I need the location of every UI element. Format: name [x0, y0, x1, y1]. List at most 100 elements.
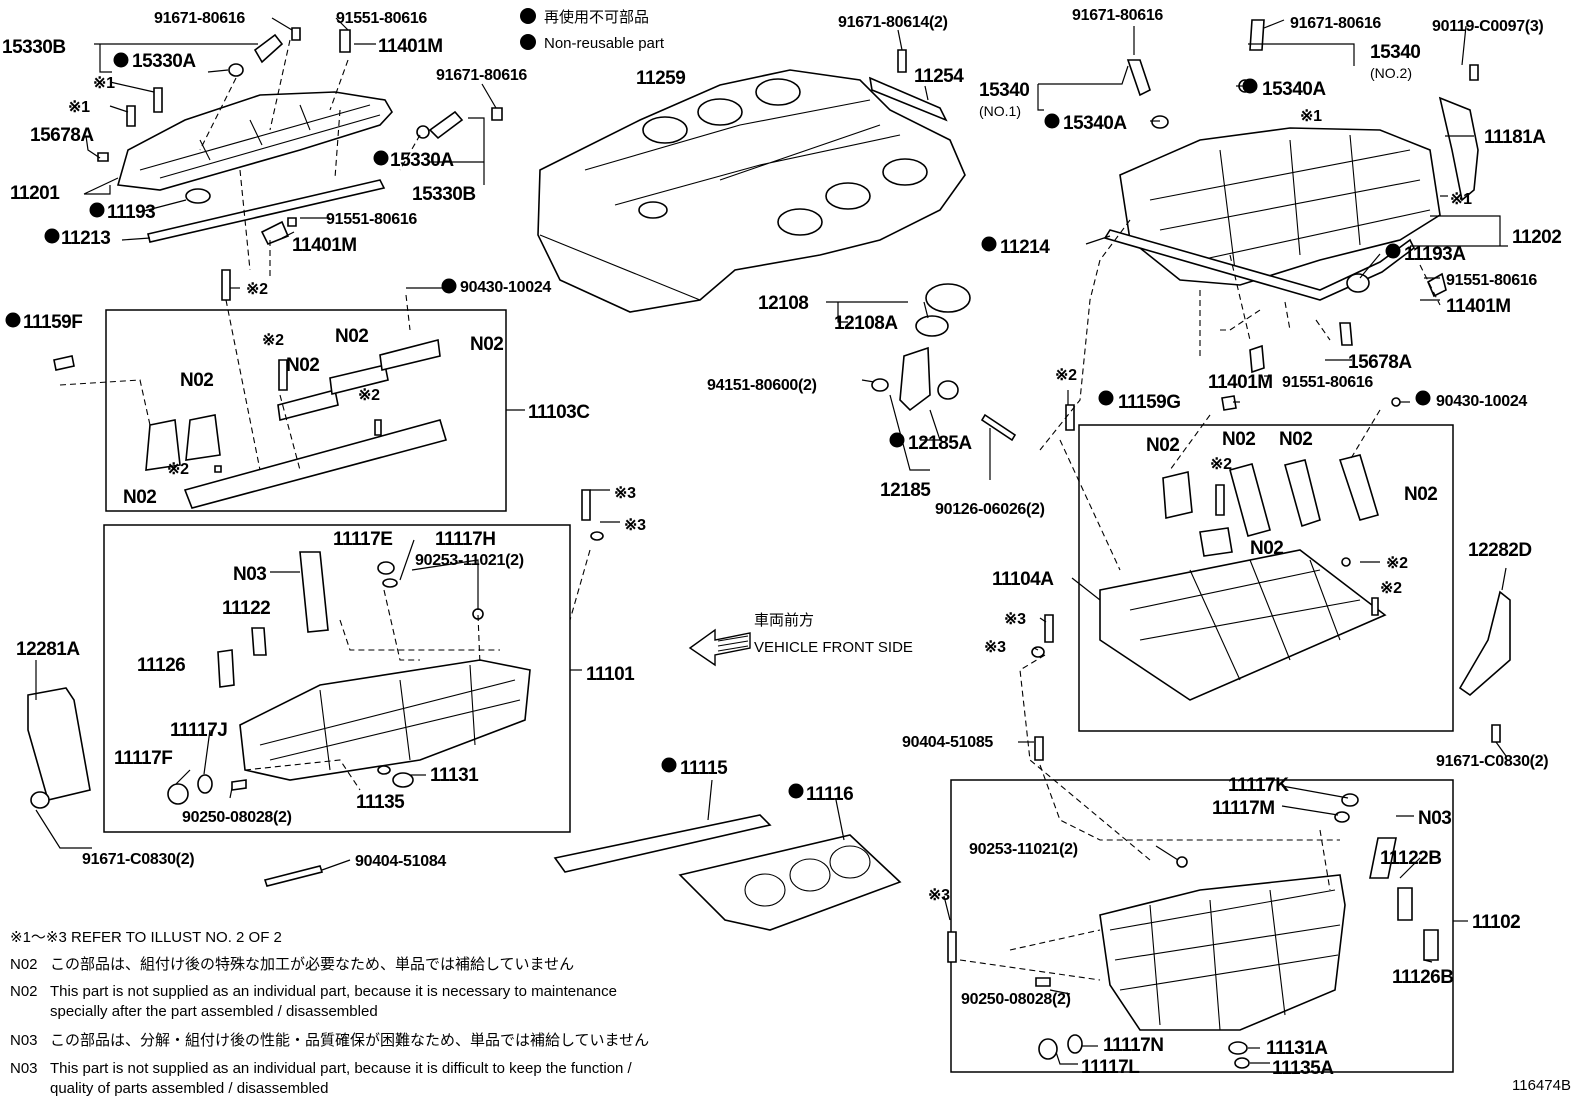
- footnote-code: N03: [10, 1060, 38, 1077]
- part-drawings: [27, 19, 1511, 1069]
- part-label: 11131: [430, 765, 479, 786]
- part-label: 94151-80600(2): [707, 377, 817, 394]
- part-label: 11202: [1512, 227, 1561, 248]
- part-label: 11213: [61, 228, 110, 249]
- non-reusable-markers: [5, 52, 1431, 799]
- footnote-code: N03: [10, 1032, 38, 1049]
- part-label: 11159G: [1118, 392, 1181, 413]
- leader-lines: [35, 17, 1508, 1065]
- part-label: 11102: [1472, 912, 1520, 933]
- legend-en: Non-reusable part: [544, 35, 665, 52]
- cam-cover-gasket-right-drawing: [1103, 229, 1416, 301]
- bearing-cap-box-right: [1078, 424, 1454, 732]
- part-label: 15330A: [390, 150, 454, 171]
- footnote-n03-en-2: quality of parts assembled / disassemble…: [50, 1080, 328, 1097]
- part-label: 11117E: [333, 529, 392, 550]
- part-label: 12108A: [834, 313, 898, 334]
- part-label: ※3: [1004, 611, 1026, 628]
- part-label: ※2: [1210, 456, 1232, 473]
- non-reusable-dot-icon: [1385, 243, 1401, 259]
- cylinder-head-right-drawing: [1099, 874, 1346, 1031]
- part-label: N02: [1279, 429, 1312, 450]
- part-label: N02: [1404, 484, 1437, 505]
- part-label: 11181A: [1484, 127, 1546, 148]
- non-reusable-dot-icon: [889, 432, 905, 448]
- part-label: 11193: [107, 202, 155, 223]
- non-reusable-dot-icon: [1415, 390, 1431, 406]
- part-label: ※1: [1450, 191, 1472, 208]
- part-label: N03: [233, 564, 266, 585]
- non-reusable-dot-icon: [1242, 78, 1258, 94]
- part-label: 91551-80616: [1446, 272, 1537, 289]
- part-label: 15340A: [1262, 79, 1326, 100]
- footnote-code: N02: [10, 956, 38, 973]
- part-label: ※3: [624, 517, 646, 534]
- part-label: 11254: [914, 66, 964, 87]
- non-reusable-dot-icon: [44, 228, 60, 244]
- part-label: 90250-08028(2): [182, 809, 292, 826]
- part-label: 11117F: [114, 748, 172, 769]
- part-label: 11117J: [170, 720, 227, 741]
- part-label: N02: [1222, 429, 1255, 450]
- part-label: 11126: [137, 655, 185, 676]
- part-label: 15340: [1370, 42, 1420, 63]
- part-label: ※1: [93, 75, 115, 92]
- part-label: 11259: [636, 68, 685, 89]
- part-label: 91671-80616: [154, 10, 245, 27]
- part-label: 12185: [880, 480, 931, 501]
- part-label: 11401M: [378, 36, 443, 57]
- part-label: N02: [335, 326, 368, 347]
- part-label: N03: [1418, 808, 1451, 829]
- cylinder-head-left-drawing: [239, 659, 531, 781]
- part-label: 11201: [10, 183, 60, 204]
- arrow-left-icon: [688, 628, 751, 667]
- part-label: ※3: [614, 485, 636, 502]
- cylinder-head-box-right: [950, 779, 1454, 1073]
- part-label: 11122: [222, 598, 270, 619]
- footnotes: ※1～※3 REFER TO ILLUST NO. 2 OF 2 N02 この部…: [10, 929, 1571, 1097]
- part-label: 11117L: [1081, 1057, 1140, 1078]
- part-label: 11159F: [23, 312, 82, 333]
- part-label: (NO.1): [979, 103, 1021, 119]
- non-reusable-dot-icon: [661, 757, 677, 773]
- cam-cover-gasket-left-drawing: [147, 179, 386, 243]
- footnote-n03-jp: この部品は、分解・組付け後の性能・品質確保が困難なため、単品では補給していません: [50, 1031, 649, 1049]
- part-label: 15678A: [30, 125, 94, 146]
- part-label: 11122B: [1380, 848, 1441, 869]
- part-label: 91671-80614(2): [838, 14, 948, 31]
- part-label: N02: [1250, 538, 1283, 559]
- part-label: N02: [180, 370, 213, 391]
- part-label: ※2: [167, 461, 189, 478]
- diagram-id: 116474B: [1512, 1077, 1571, 1094]
- part-label: 11214: [1000, 237, 1050, 258]
- part-label: N02: [123, 487, 156, 508]
- non-reusable-dot-icon: [1098, 390, 1114, 406]
- non-reusable-dot-icon: [5, 312, 21, 328]
- part-label: 90253-11021(2): [415, 552, 524, 569]
- part-label: (NO.2): [1370, 65, 1412, 81]
- part-label: 11401M: [1208, 372, 1273, 393]
- part-label: 15330B: [2, 37, 66, 58]
- dashed-assembly-lines: [59, 39, 1441, 981]
- part-label: 11117H: [435, 529, 495, 550]
- part-label: 11193A: [1404, 244, 1466, 265]
- part-label: 90250-08028(2): [961, 991, 1071, 1008]
- part-label: 11117M: [1212, 798, 1275, 819]
- part-label: 15340: [979, 80, 1029, 101]
- part-label: 11116: [806, 784, 853, 805]
- non-reusable-dot-icon: [441, 278, 457, 294]
- part-label: ※3: [984, 639, 1006, 656]
- part-label: N02: [470, 334, 503, 355]
- non-reusable-dot-icon: [981, 236, 997, 252]
- footnote-n02-jp: この部品は、組付け後の特殊な加工が必要なため、単品では補給していません: [50, 956, 574, 973]
- part-label: 91671-C0830(2): [82, 851, 194, 868]
- part-label: 12281A: [16, 639, 80, 660]
- part-label: ※1: [68, 99, 90, 116]
- part-label: 90253-11021(2): [969, 841, 1078, 858]
- non-reusable-dot-icon: [1044, 113, 1060, 129]
- part-label: 91551-80616: [1282, 374, 1373, 391]
- footnote-n02-en-2: specially after the part assembled / dis…: [50, 1003, 378, 1020]
- part-labels: 91671-80616 91551-80616 15330B 15330A 11…: [2, 7, 1562, 1079]
- non-reusable-dot-icon: [520, 8, 536, 24]
